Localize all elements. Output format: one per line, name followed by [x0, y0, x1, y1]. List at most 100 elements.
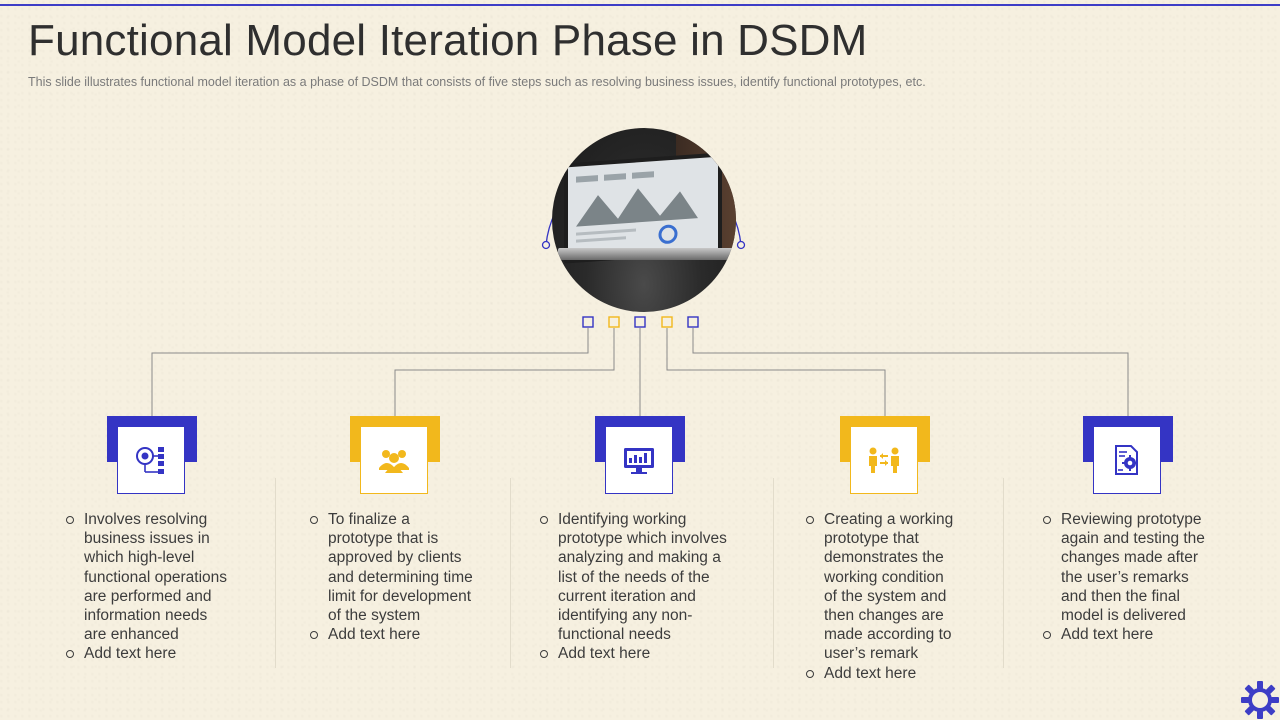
- step-5-line-6: model is delivered: [1061, 607, 1186, 625]
- bullet-icon: [540, 516, 548, 524]
- node-square-2: [608, 316, 620, 328]
- target-network-icon: [136, 447, 164, 474]
- step-3-placeholder-text: Add text here: [558, 645, 651, 663]
- step-2-description: To finalize a prototype that is approved…: [310, 510, 510, 625]
- bullet-icon: [806, 516, 814, 524]
- top-accent-rule: [0, 4, 1280, 6]
- step-4-placeholder-text: Add text here: [824, 664, 917, 682]
- column-divider: [510, 478, 511, 668]
- bullet-icon: [806, 669, 814, 678]
- step-3-line-7: functional needs: [558, 626, 671, 644]
- step-1-line-5: are performed and: [84, 587, 212, 605]
- step-1-line-7: are enhanced: [84, 626, 179, 644]
- step-4-description: Creating a working prototype that demons…: [806, 510, 1006, 664]
- step-1-description: Involves resolving business issues in wh…: [66, 510, 266, 644]
- step-3-placeholder[interactable]: Add text here: [540, 644, 765, 663]
- step-1-line-6: information needs: [84, 607, 208, 625]
- step-2-text: To finalize a prototype that is approved…: [310, 510, 510, 644]
- bullet-icon: [66, 516, 74, 524]
- laptop-base: [558, 248, 734, 260]
- node-square-5: [687, 316, 699, 328]
- step-1-icon-tile: [117, 426, 185, 494]
- bullet-icon: [1043, 631, 1051, 640]
- step-3-icon-tile: [605, 426, 673, 494]
- step-2-line-3: approved by clients: [328, 549, 462, 567]
- screen-chart-graphic: [576, 171, 698, 244]
- step-4-placeholder[interactable]: Add text here: [806, 664, 1006, 683]
- step-4-line-3: demonstrates the: [824, 549, 944, 567]
- connector-step-5: [692, 328, 1129, 416]
- step-4-icon-frame: [840, 416, 930, 498]
- bullet-icon: [540, 650, 548, 659]
- step-2-line-6: of the system: [328, 607, 421, 625]
- step-4-line-4: working condition: [824, 568, 944, 586]
- step-1-text: Involves resolving business issues in wh…: [66, 510, 266, 664]
- step-5-description: Reviewing prototype again and testing th…: [1043, 510, 1243, 625]
- arc-end-dot-left: [541, 240, 551, 250]
- step-4-text: Creating a working prototype that demons…: [806, 510, 1006, 683]
- node-square-3: [634, 316, 646, 328]
- step-3-line-6: identifying any non-: [558, 607, 693, 625]
- page-title: Functional Model Iteration Phase in DSDM: [28, 16, 868, 65]
- team-icon: [379, 450, 409, 473]
- step-4-line-5: of the system and: [824, 587, 947, 605]
- step-3-description: Identifying working prototype which invo…: [540, 510, 765, 644]
- step-4-line-1: Creating a working: [824, 511, 954, 528]
- step-2-icon-frame: [350, 416, 440, 498]
- bullet-icon: [310, 516, 318, 524]
- step-5-line-3: changes made after: [1061, 549, 1199, 567]
- step-4-line-6: then changes are: [824, 607, 944, 625]
- step-4-line-8: user’s remark: [824, 645, 919, 663]
- column-divider: [773, 478, 774, 668]
- step-3-line-3: analyzing and making a: [558, 549, 721, 567]
- arc-end-dot-right: [736, 240, 746, 250]
- step-5-line-4: the user’s remarks: [1061, 568, 1189, 586]
- step-5-line-5: and then the final: [1061, 587, 1180, 605]
- step-2-line-4: and determining time: [328, 568, 473, 586]
- step-2-line-5: limit for development: [328, 587, 472, 605]
- step-2-line-2: prototype that is: [328, 530, 439, 548]
- bullet-icon: [66, 650, 74, 659]
- page-subtitle: This slide illustrates functional model …: [28, 75, 926, 89]
- laptop-photo: [552, 128, 736, 312]
- step-5-icon-tile: [1093, 426, 1161, 494]
- connector-step-4: [666, 328, 886, 416]
- step-5-placeholder[interactable]: Add text here: [1043, 625, 1243, 644]
- step-5-placeholder-text: Add text here: [1061, 626, 1154, 644]
- step-1-placeholder[interactable]: Add text here: [66, 644, 266, 663]
- column-divider: [275, 478, 276, 668]
- step-3-icon-frame: [595, 416, 685, 498]
- column-divider: [1003, 478, 1004, 668]
- step-5-line-2: again and testing the: [1061, 530, 1205, 548]
- step-1-placeholder-text: Add text here: [84, 645, 177, 663]
- step-3-line-2: prototype which involves: [558, 530, 727, 548]
- exchange-people-icon: [869, 447, 899, 473]
- step-2-placeholder-text: Add text here: [328, 626, 421, 644]
- node-square-1: [582, 316, 594, 328]
- step-1-line-1: Involves resolving: [84, 511, 208, 528]
- connector-step-2: [394, 328, 615, 416]
- step-2-icon-tile: [360, 426, 428, 494]
- step-5-line-1: Reviewing prototype: [1061, 511, 1202, 528]
- step-5-icon-frame: [1083, 416, 1173, 498]
- step-1-icon-frame: [107, 416, 197, 498]
- step-2-line-1: To finalize a: [328, 511, 410, 528]
- step-3-text: Identifying working prototype which invo…: [540, 510, 765, 664]
- connector-lines: [151, 328, 1129, 416]
- step-1-line-4: functional operations: [84, 568, 228, 586]
- step-1-line-2: business issues in: [84, 530, 210, 548]
- bullet-icon: [310, 631, 318, 640]
- laptop-screen: [564, 152, 722, 264]
- step-4-icon-tile: [850, 426, 918, 494]
- step-5-text: Reviewing prototype again and testing th…: [1043, 510, 1243, 644]
- step-4-line-7: made according to: [824, 626, 952, 644]
- gear-icon[interactable]: [1240, 680, 1280, 720]
- step-3-line-4: list of the needs of the: [558, 568, 710, 586]
- step-2-placeholder[interactable]: Add text here: [310, 625, 510, 644]
- connector-step-1: [151, 328, 589, 416]
- dashboard-monitor-icon: [624, 448, 654, 474]
- node-square-4: [661, 316, 673, 328]
- bullet-icon: [1043, 516, 1051, 524]
- document-gear-icon: [1115, 445, 1138, 475]
- step-4-line-2: prototype that: [824, 530, 919, 548]
